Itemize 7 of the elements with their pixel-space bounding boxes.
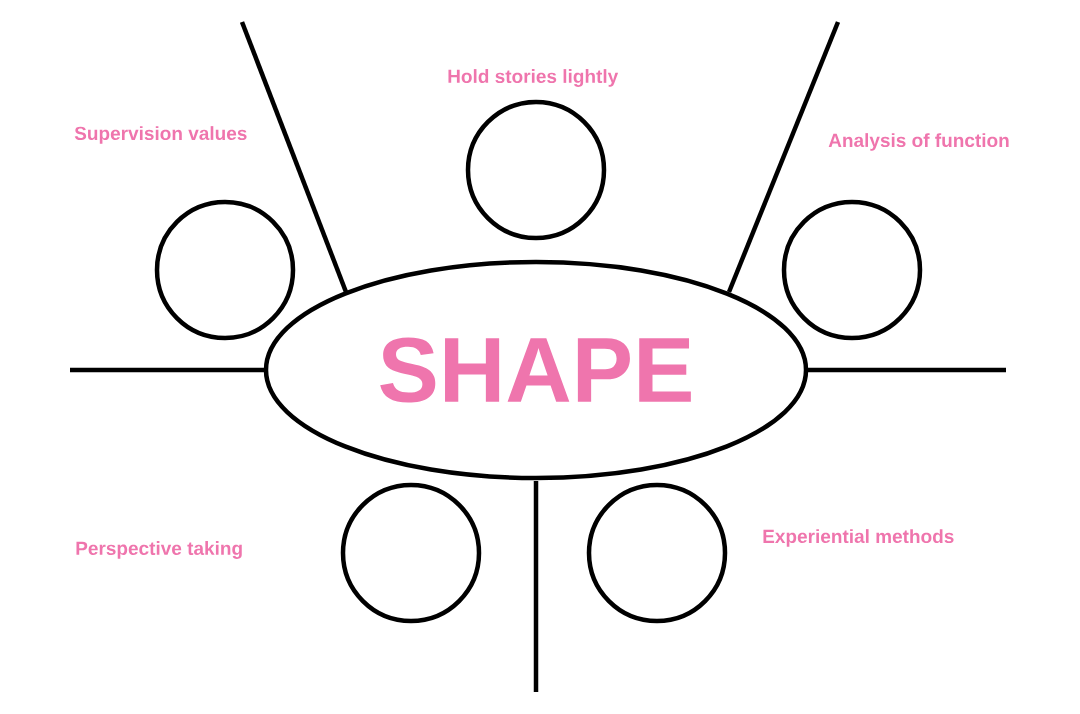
empty-circle (465, 99, 607, 241)
empty-circle (781, 199, 923, 341)
section-label: Perspective taking (76, 541, 242, 559)
section-label: Experiential methods (763, 529, 954, 547)
empty-circle (586, 482, 728, 624)
empty-circle (340, 482, 482, 624)
empty-circle (154, 199, 296, 341)
